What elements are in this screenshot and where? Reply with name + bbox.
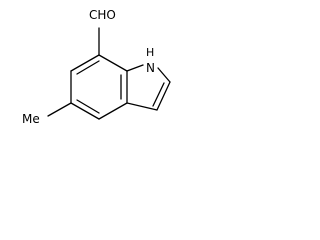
bond-double-c2-c3-inner bbox=[152, 82, 165, 107]
aldehyde-label: CHO bbox=[89, 8, 116, 22]
bond-c3-c3a bbox=[126, 102, 158, 111]
structure-diagram: CHO H N Me bbox=[22, 8, 171, 126]
nh-nitrogen-label: N bbox=[146, 61, 155, 75]
bond-double-c4-c5-inner bbox=[76, 99, 100, 114]
bond-c6-c7 bbox=[70, 54, 100, 72]
methyl-label: Me bbox=[22, 112, 40, 126]
bond-c7a-n1 bbox=[126, 64, 144, 72]
bond-c7-c7a bbox=[98, 54, 128, 72]
bond-c5-methyl bbox=[47, 102, 72, 117]
bond-n1-c2 bbox=[157, 67, 171, 83]
nh-hydrogen-label: H bbox=[146, 46, 154, 59]
bond-c4-c5 bbox=[70, 102, 100, 120]
bond-c3a-c4 bbox=[98, 102, 128, 120]
bond-c2-c3 bbox=[156, 81, 171, 111]
bond-double-c6-c7-inner bbox=[76, 60, 100, 75]
